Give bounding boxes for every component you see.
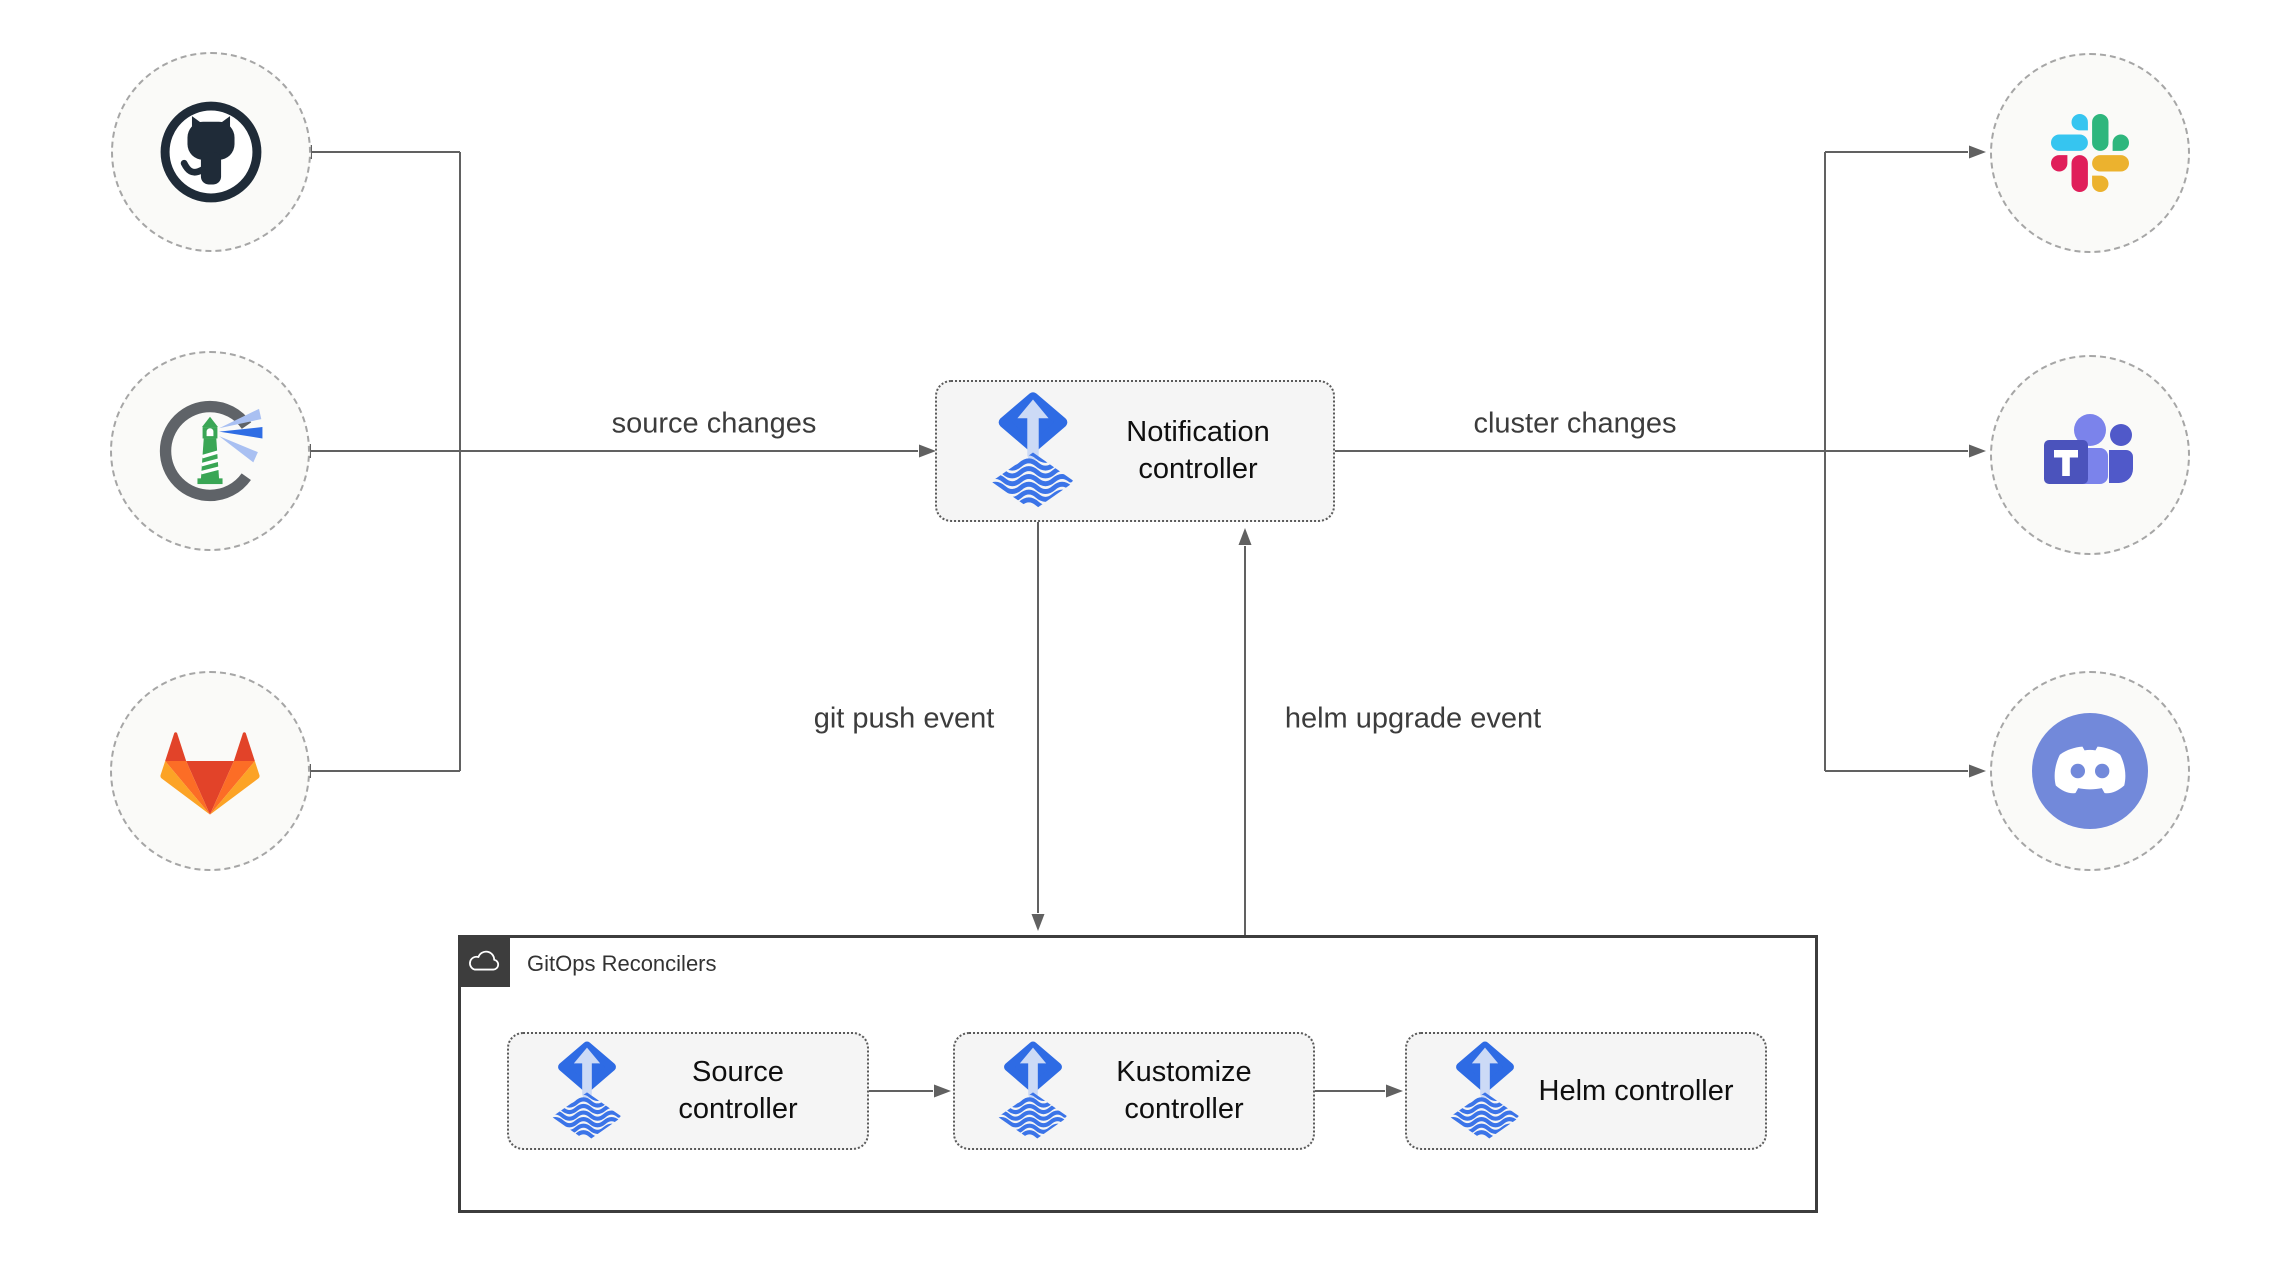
arrowhead-into-discord (1969, 764, 1986, 778)
source-controller-label: Source controller (678, 1056, 798, 1125)
edge-label-cluster-changes: cluster changes (1473, 407, 1677, 440)
github-icon (160, 101, 262, 203)
harbor-icon (159, 400, 263, 502)
edge-label-source-changes: source changes (611, 407, 817, 440)
edge-label-helm-upgrade-event: helm upgrade event (1284, 702, 1542, 735)
helm-controller-node: Helm controller (1405, 1032, 1767, 1150)
flux-icon (989, 1038, 1077, 1145)
cloud-icon (469, 950, 500, 971)
arrowhead-into-helm (1386, 1084, 1403, 1098)
helm-controller-label: Helm controller (1538, 1074, 1734, 1107)
arrowhead-helm-upgrade (1238, 528, 1252, 545)
kustomize-controller-node: Kustomize controller (953, 1032, 1315, 1150)
kustomize-controller-label: Kustomize controller (1116, 1056, 1252, 1125)
notification-controller-label: Notification controller (1126, 416, 1270, 485)
teams-icon (2044, 414, 2133, 484)
harbor-circle (110, 351, 310, 551)
flux-icon (1441, 1038, 1529, 1145)
arrowhead-into-kustomize (934, 1084, 951, 1098)
teams-circle (1990, 355, 2190, 555)
gitlab-icon (160, 732, 260, 815)
gitlab-circle (110, 671, 310, 871)
slack-circle (1990, 53, 2190, 253)
flux-icon (543, 1038, 631, 1145)
gitops-container-tab (458, 935, 510, 987)
discord-circle (1990, 671, 2190, 871)
arrowhead-into-slack (1969, 145, 1986, 159)
gitops-reconcilers-container: GitOps Reconcilers Source controller Kus… (458, 935, 1818, 1213)
arrowhead-git-push (1031, 914, 1045, 931)
arrowhead-into-notification (919, 444, 936, 458)
notification-controller-node: Notification controller (935, 380, 1335, 522)
discord-icon (2032, 713, 2148, 829)
gitops-container-label: GitOps Reconcilers (527, 951, 717, 976)
flux-icon (981, 388, 1085, 515)
github-circle (111, 52, 311, 252)
slack-icon (2051, 114, 2129, 192)
source-controller-node: Source controller (507, 1032, 869, 1150)
arrowhead-into-teams (1969, 444, 1986, 458)
edge-label-git-push-event: git push event (813, 702, 995, 735)
